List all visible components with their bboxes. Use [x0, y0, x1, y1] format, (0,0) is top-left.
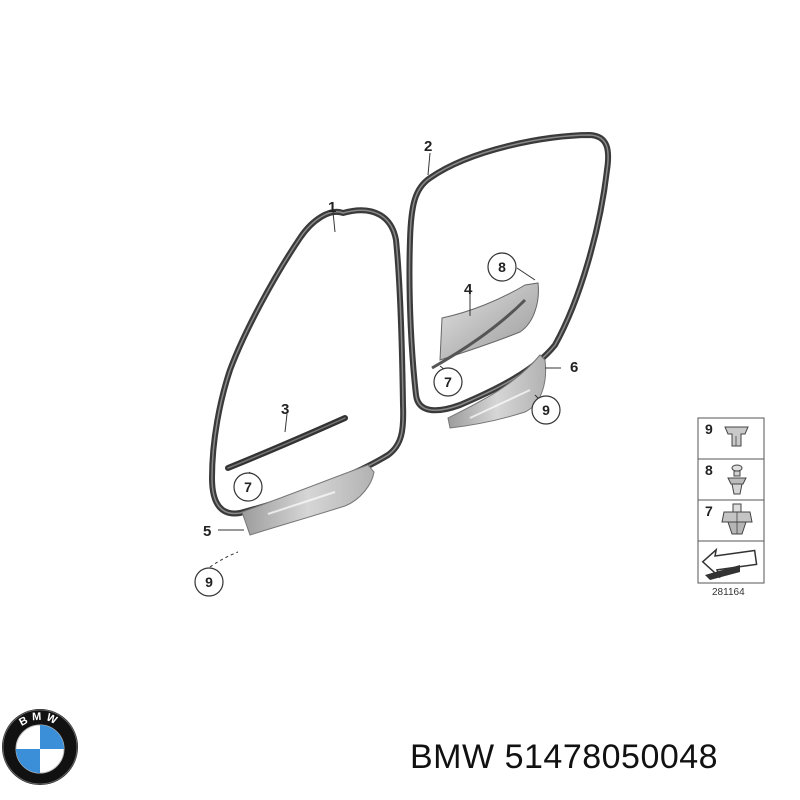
- callout-1: 1: [328, 199, 336, 216]
- pillar-trim: [431, 282, 539, 370]
- circled-label-7-pillar: 7: [433, 367, 463, 397]
- circled-label-9-front: 9: [194, 567, 224, 597]
- legend-number-8: 8: [705, 462, 713, 478]
- svg-text:9: 9: [205, 574, 213, 590]
- spring-clip-icon: [721, 503, 753, 535]
- rear-sill-strip: [447, 354, 547, 429]
- front-door-seal: [209, 207, 407, 517]
- svg-text:9: 9: [542, 402, 550, 418]
- callout-4: 4: [464, 281, 473, 298]
- svg-text:7: 7: [244, 479, 252, 495]
- fastener-legend: 9 8 7 281164: [697, 417, 765, 598]
- legend-number-7: 7: [705, 503, 713, 519]
- svg-text:7: 7: [444, 374, 452, 390]
- callout-6: 6: [570, 359, 578, 376]
- bmw-logo: BMW: [2, 709, 78, 785]
- front-sill-strip: [241, 464, 375, 536]
- circled-labels: 7 7 8 9 9: [194, 252, 561, 597]
- reference-number: 281164: [712, 587, 745, 598]
- circled-label-7-front: 7: [233, 472, 263, 502]
- legend-number-9: 9: [705, 421, 713, 437]
- push-clip-icon: [724, 426, 749, 447]
- svg-text:8: 8: [498, 259, 506, 275]
- circled-label-9-rear: 9: [531, 395, 561, 425]
- callout-3: 3: [281, 401, 289, 418]
- callout-numbers: 1 2 3 4 5 6: [203, 138, 578, 540]
- sealing-strip: [225, 415, 348, 471]
- expanding-rivet-icon: [727, 464, 747, 495]
- callout-2: 2: [424, 138, 432, 155]
- circled-label-8: 8: [487, 252, 517, 282]
- callout-5: 5: [203, 523, 211, 540]
- arrow-icon: [701, 547, 758, 580]
- caption-part-number: 51478050048: [504, 738, 719, 776]
- caption-brand: BMW: [410, 738, 495, 776]
